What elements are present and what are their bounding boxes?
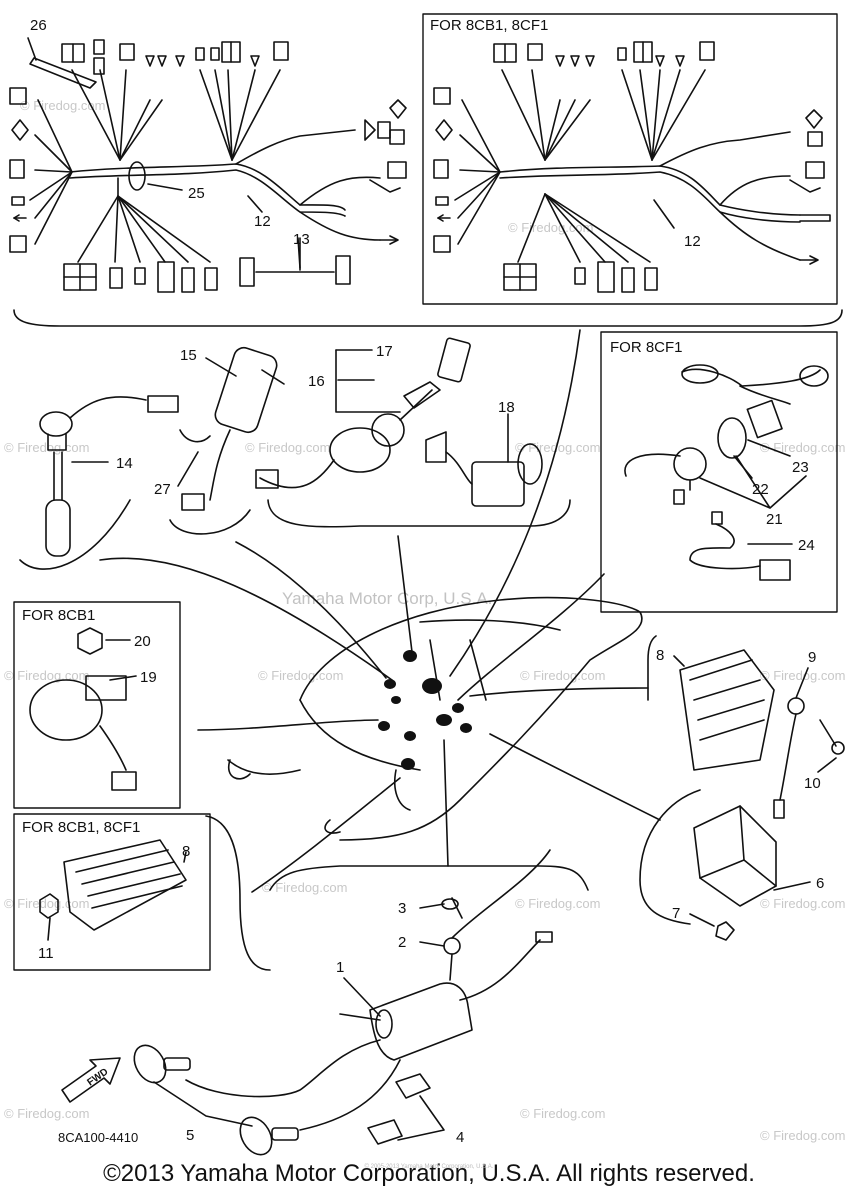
part-18-relay: 18 [425, 399, 543, 507]
part-number: 8CA100-4410 [58, 1130, 138, 1145]
firedog-watermark: © Firedog.com [520, 668, 605, 683]
callout-12: 12 [254, 213, 271, 230]
top-group-bracket [13, 309, 843, 327]
callout-27: 27 [154, 481, 171, 498]
copyright-small-print: © 2005-2013 Yamaha Motor Corporation, U.… [364, 1164, 494, 1170]
callout-2: 2 [398, 934, 406, 951]
callout-3: 3 [398, 900, 406, 917]
leader-lines [99, 329, 661, 893]
panel-harness-8cb1-8cf1: FOR 8CB1, 8CF1 [422, 13, 838, 305]
callout-1: 1 [336, 959, 344, 976]
part-1-ignition-coil: 1 5 4 [133, 931, 553, 1156]
harness-branches-left [29, 99, 73, 245]
firedog-watermark: © Firedog.com [760, 896, 845, 911]
panel-rectifier-8cb1-8cf1: FOR 8CB1, 8CF1 8 11 [13, 813, 211, 971]
firedog-watermark: © Firedog.com [4, 1106, 89, 1121]
right-bracket-lower [639, 789, 701, 925]
panel-connectors [433, 41, 831, 293]
watermark-layer: Yamaha Motor Corp, U.S.A. © Firedog.com … [4, 98, 845, 1143]
panel-coil-8cb1: FOR 8CB1 20 19 [13, 601, 181, 809]
panel-title: FOR 8CB1, 8CF1 [22, 819, 140, 836]
firedog-watermark: © Firedog.com [515, 440, 600, 455]
callout-25: 25 [188, 185, 205, 202]
callout-9: 9 [808, 649, 816, 666]
callout-10: 10 [804, 775, 821, 792]
firedog-watermark: © Firedog.com [520, 1106, 605, 1121]
harness-clamp [128, 161, 146, 191]
panel-title: FOR 8CF1 [610, 339, 683, 356]
callout-7: 7 [672, 905, 680, 922]
part-6-cdi-unit: 6 7 [672, 805, 824, 941]
firedog-watermark: © Firedog.com [760, 1128, 845, 1143]
lower-center-bracket [269, 865, 589, 891]
part-8-rectifier: 8 9 10 [656, 647, 845, 819]
callout-16: 16 [308, 373, 325, 390]
firedog-watermark: © Firedog.com [760, 668, 845, 683]
yamaha-watermark: Yamaha Motor Corp, U.S.A. [282, 589, 492, 608]
firedog-watermark: © Firedog.com [4, 896, 89, 911]
part-14-switch: 14 [19, 395, 179, 570]
callout-24: 24 [798, 537, 815, 554]
callout-14: 14 [116, 455, 133, 472]
part-15-cylinder: 15 27 [154, 346, 285, 535]
snowmobile-body [227, 596, 643, 841]
firedog-watermark: © Firedog.com [760, 440, 845, 455]
panel-title: FOR 8CB1, 8CF1 [430, 17, 548, 34]
callout-18: 18 [498, 399, 515, 416]
forward-arrow: FWD [61, 1057, 121, 1103]
callout-22: 22 [752, 481, 769, 498]
callout-19: 19 [140, 669, 157, 686]
panel-ignition-8cf1: FOR 8CF1 23 22 21 24 [600, 331, 838, 613]
callout-4: 4 [456, 1129, 464, 1146]
wire-harness-main: 26 25 12 13 [9, 17, 407, 293]
firedog-watermark: © Firedog.com [258, 668, 343, 683]
firedog-watermark: © Firedog.com [515, 896, 600, 911]
panel-branches [454, 69, 706, 263]
callout-17: 17 [376, 343, 393, 360]
right-bracket [647, 635, 657, 701]
callout-26: 26 [30, 17, 47, 34]
firedog-watermark: © Firedog.com [20, 98, 105, 113]
mounting-points [378, 650, 472, 770]
firedog-watermark: © Firedog.com [245, 440, 330, 455]
harness-connectors [9, 39, 407, 293]
callout-6: 6 [816, 875, 824, 892]
panel-title: FOR 8CB1 [22, 607, 95, 624]
callout-23: 23 [792, 459, 809, 476]
harness-branches-bottom [77, 177, 211, 263]
callout-5: 5 [186, 1127, 194, 1144]
callout-15: 15 [180, 347, 197, 364]
firedog-watermark: © Firedog.com [262, 880, 347, 895]
firedog-watermark: © Firedog.com [4, 440, 89, 455]
callout-8: 8 [182, 843, 190, 860]
callout-20: 20 [134, 633, 151, 650]
middle-bracket [267, 499, 571, 528]
part-16-ignition-switch: 17 16 [255, 337, 471, 489]
callout-12: 12 [684, 233, 701, 250]
harness-band [29, 57, 97, 89]
rectifier-bracket [205, 815, 271, 971]
callout-21: 21 [766, 511, 783, 528]
callout-11: 11 [38, 945, 54, 962]
callout-8: 8 [656, 647, 664, 664]
direction-label: FWD [85, 1066, 110, 1088]
copyright-footer: ©2013 Yamaha Motor Corporation, U.S.A. A… [103, 1160, 755, 1187]
part-2-3-ground: 3 2 [398, 849, 551, 981]
callout-13: 13 [293, 231, 310, 248]
harness-branches-top [71, 69, 281, 161]
